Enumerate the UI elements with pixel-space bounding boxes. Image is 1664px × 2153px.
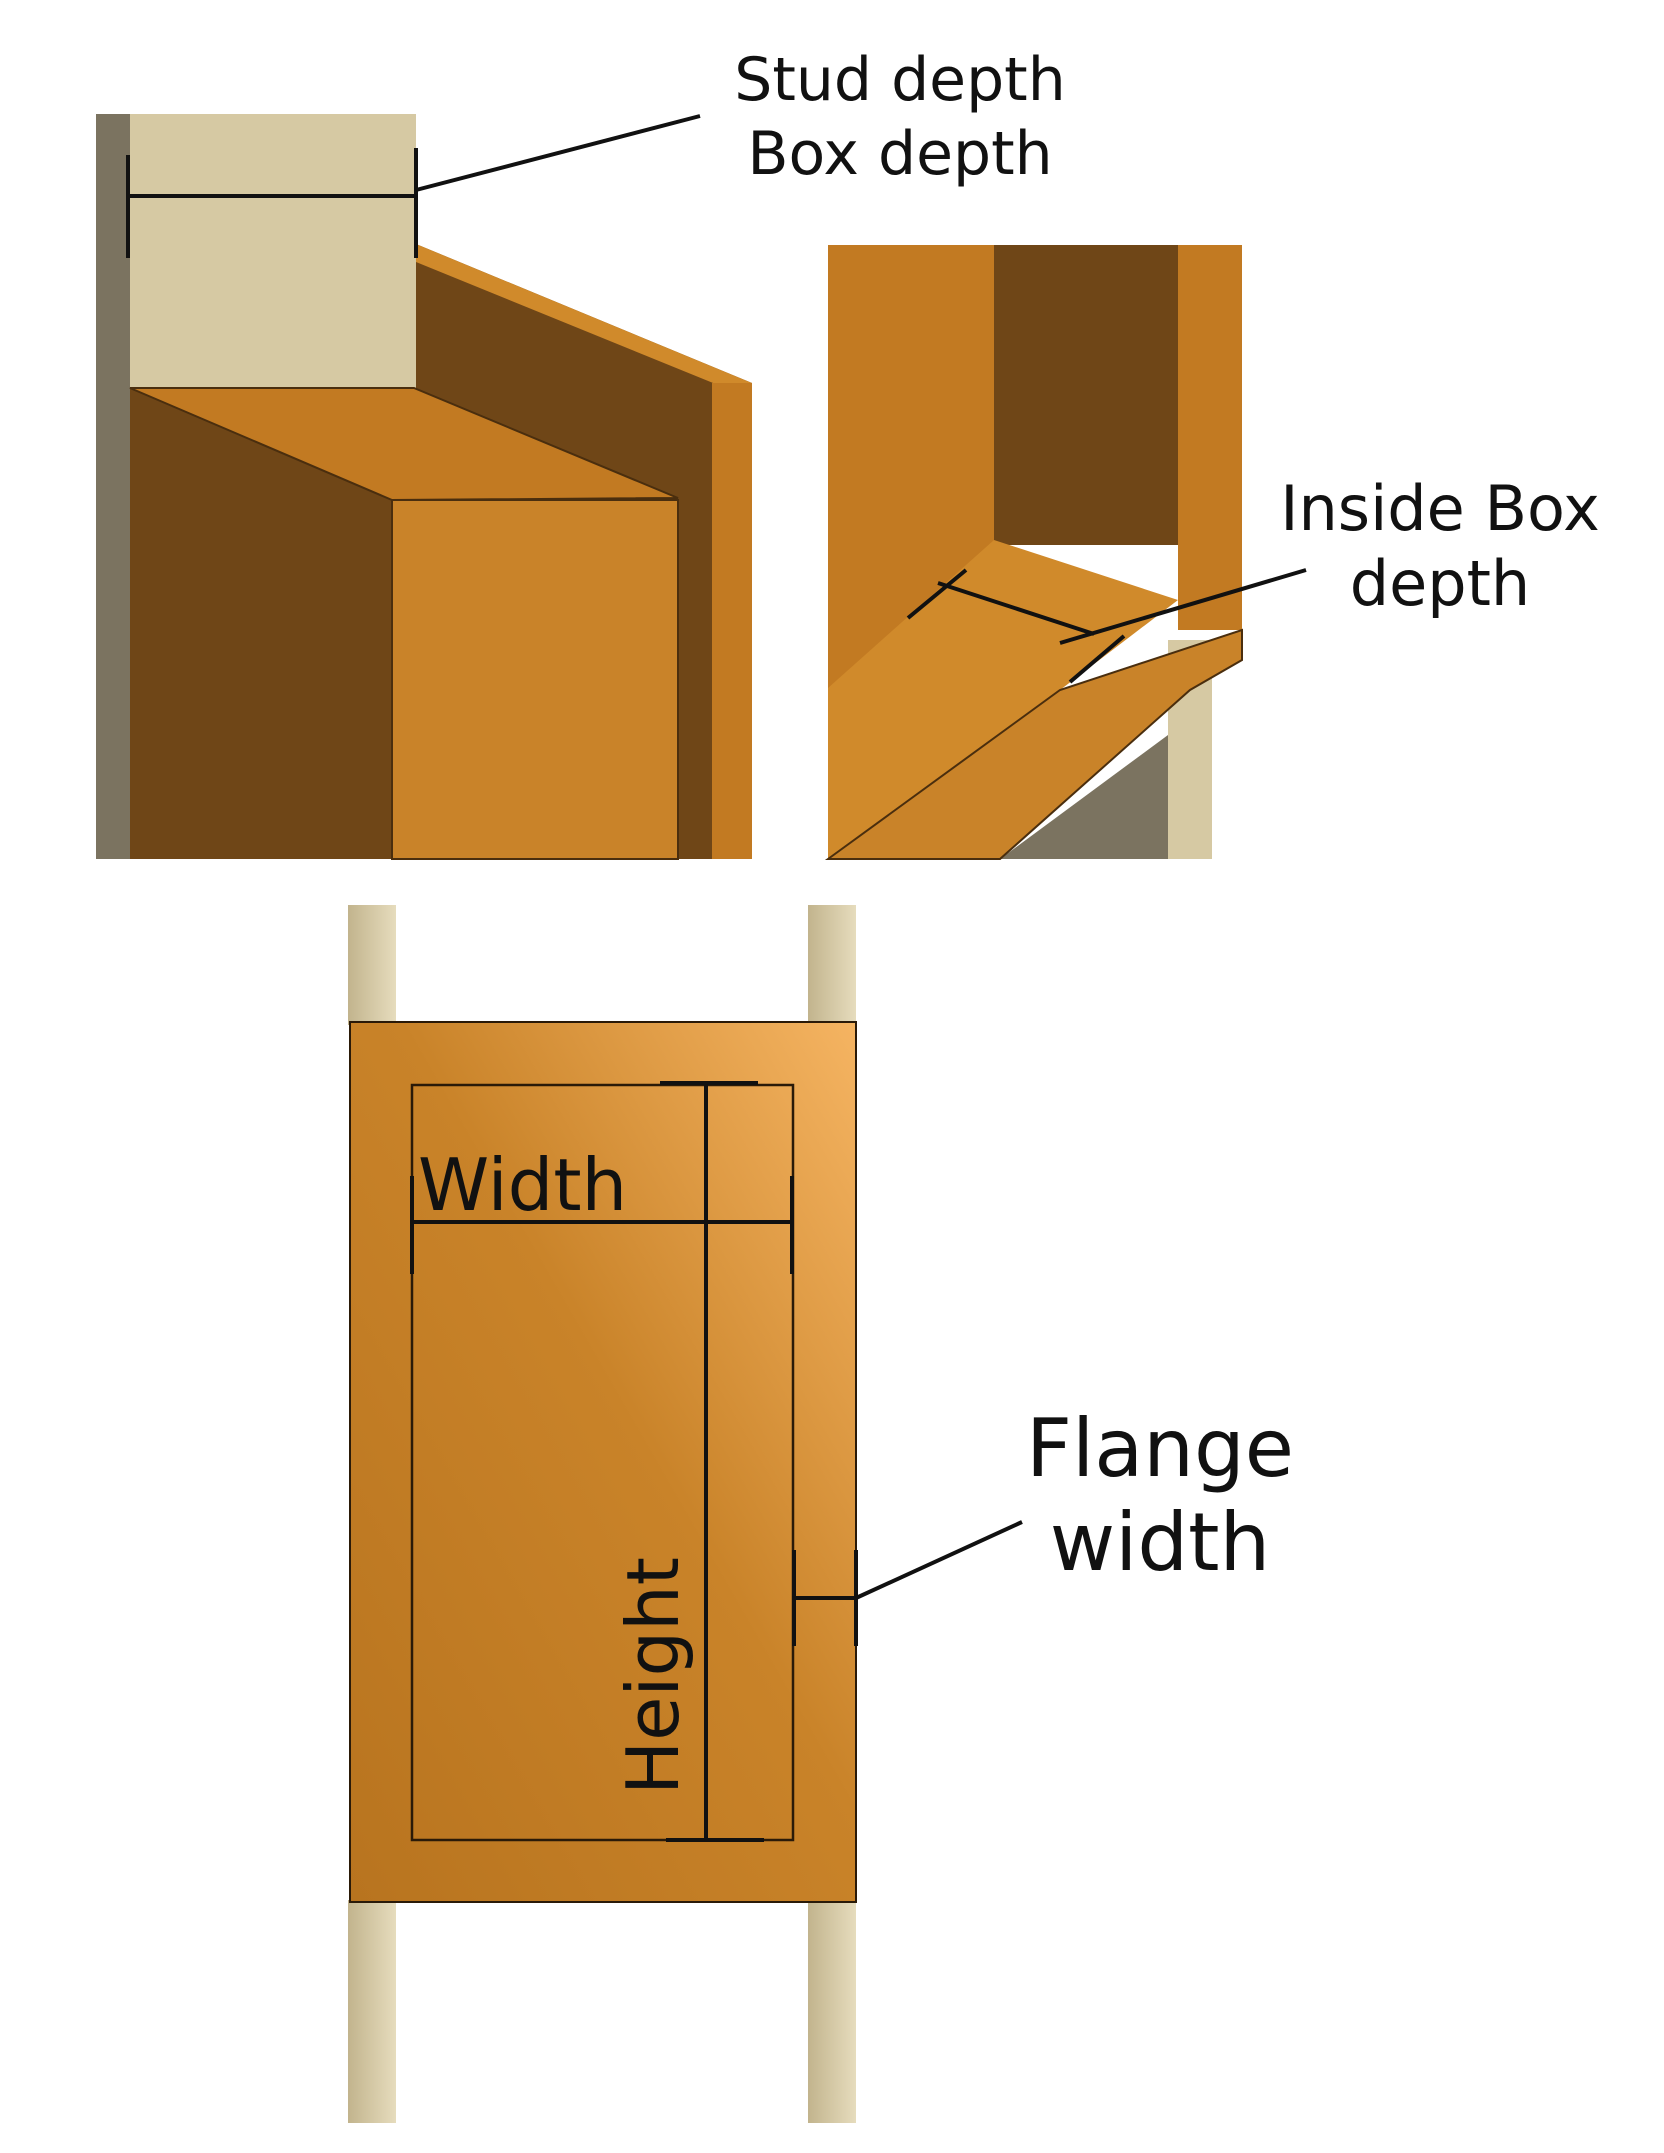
stud-right-upper [808,905,856,1025]
box-flange-edge [416,244,752,385]
inside-depth-tick-back [906,568,968,620]
box-back-wall [994,245,1178,545]
inside-depth-dimension-line [937,581,1095,636]
inside-box-depth-label-line1: Inside Box [1280,472,1600,545]
inside-box-depth-view: Inside Box depth [824,245,1600,860]
box-opening-outline [410,1083,795,1842]
stud-shadow-right [1000,735,1168,859]
stud-face [130,114,416,388]
stud-depth-label: Stud depth [734,45,1065,115]
box-top-face [129,387,679,502]
inside-depth-leader [1059,568,1307,645]
flange-width-label-line1: Flange [1026,1402,1294,1495]
stud-right-lower [808,1900,856,2123]
stud-depth-view: Stud depth Box depth [96,45,1066,860]
flange-width-label-line2: width [1050,1496,1271,1589]
height-label: Height [611,1557,695,1795]
box-right-wall [1178,245,1242,630]
stud-left-upper [348,905,396,1025]
box-side-face [130,388,392,859]
stud-depth-leader [415,114,701,192]
box-floor [828,540,1178,859]
stud-left-lower [348,1900,396,2123]
box-depth-label: Box depth [747,119,1052,189]
box-flange-plate [349,1021,857,1903]
stud-shadow-face [96,114,130,859]
box-flange-front [712,383,752,859]
front-view: Width Height Flange width [348,905,1294,2123]
flange-leader [855,1520,1023,1600]
box-front-lip [824,628,1243,860]
box-front-face [391,499,679,860]
inside-depth-tick-front [1068,634,1126,684]
inside-box-depth-label-line2: depth [1350,547,1530,620]
width-label: Width [418,1143,627,1227]
